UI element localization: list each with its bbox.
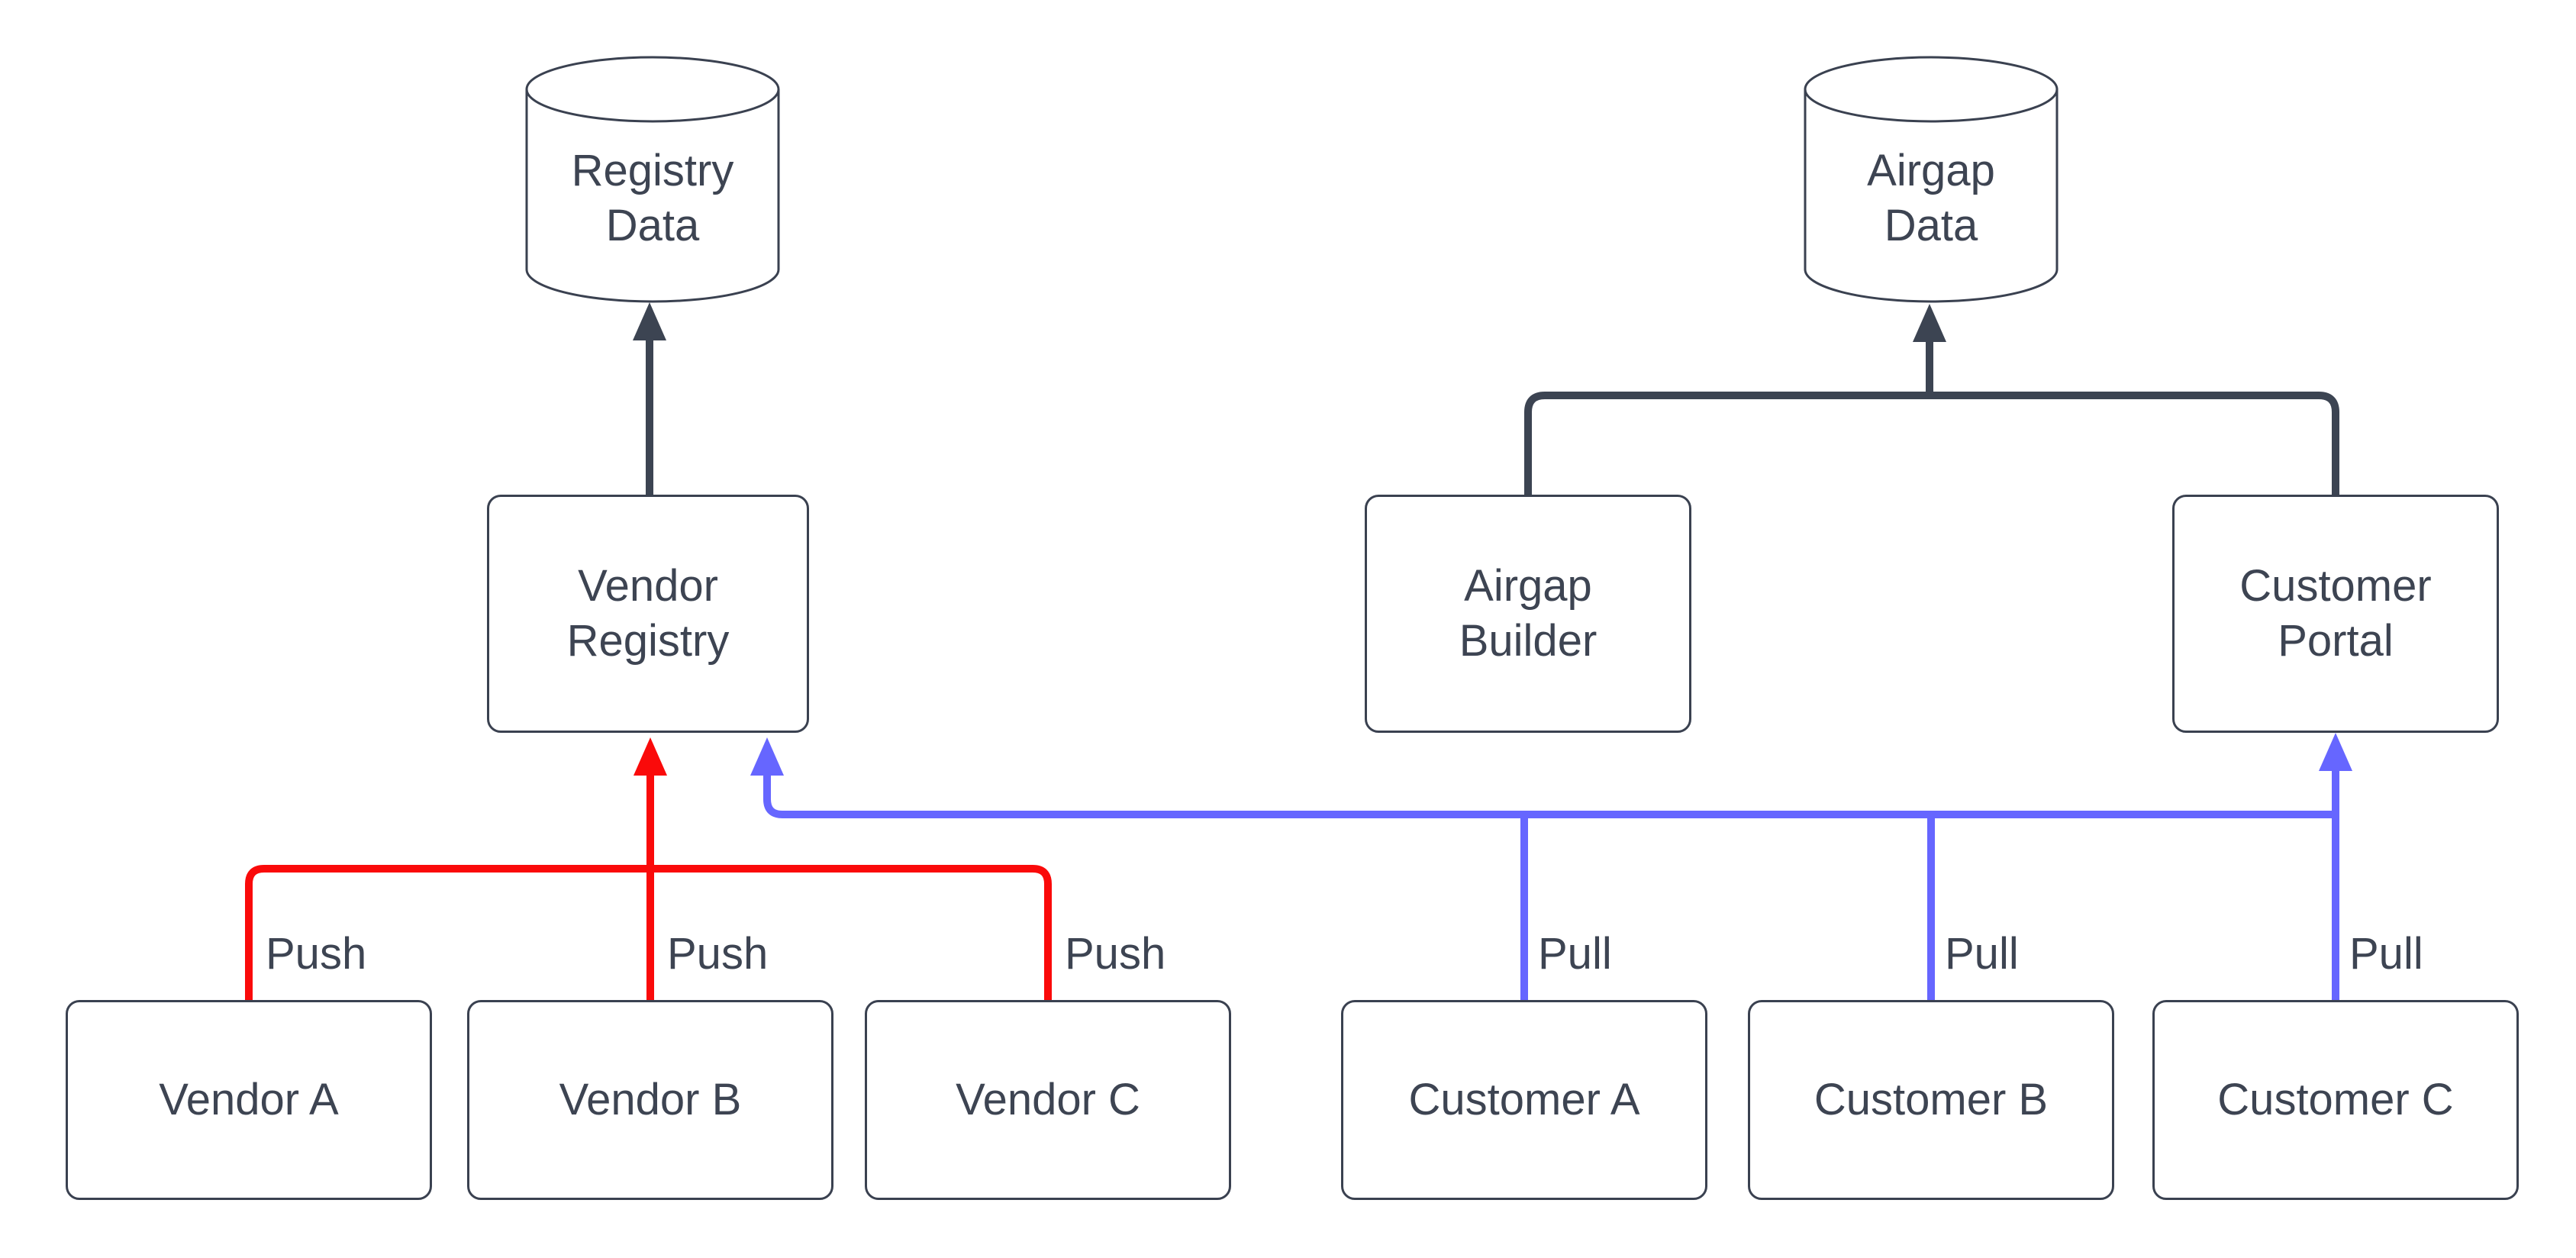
node-vendor-b[interactable]: Vendor B <box>467 1000 833 1200</box>
node-vendor-a[interactable]: Vendor A <box>66 1000 432 1200</box>
vendor-registry-label: Vendor Registry <box>566 561 730 666</box>
arrowhead-airgap-data <box>1913 304 1946 342</box>
node-vendor-registry[interactable]: Vendor Registry <box>487 495 809 733</box>
node-customer-a[interactable]: Customer A <box>1341 1000 1707 1200</box>
push-label-vendor-c: Push <box>1065 929 1166 979</box>
airgap-builder-label: Airgap Builder <box>1459 561 1598 666</box>
arrowhead-registry-data <box>633 302 666 340</box>
cylinder-registry-data-shape <box>525 56 780 303</box>
vendor-a-label: Vendor A <box>159 1075 339 1125</box>
node-airgap-data[interactable]: Airgap Data <box>1805 122 2057 275</box>
node-vendor-c[interactable]: Vendor C <box>865 1000 1231 1200</box>
pull-label-customer-a: Pull <box>1538 929 1612 979</box>
customer-c-label: Customer C <box>2217 1075 2454 1125</box>
airgap-data-label: Airgap Data <box>1867 146 1995 250</box>
push-label-vendor-a: Push <box>266 929 367 979</box>
push-label-vendor-b: Push <box>667 929 769 979</box>
node-registry-data[interactable]: Registry Data <box>527 122 779 275</box>
pull-label-customer-b: Pull <box>1945 929 2019 979</box>
node-airgap-builder[interactable]: Airgap Builder <box>1365 495 1691 733</box>
registry-data-label: Registry Data <box>571 146 734 250</box>
edge-customers-pull <box>750 733 2352 1000</box>
node-customer-b[interactable]: Customer B <box>1748 1000 2114 1200</box>
customer-a-label: Customer A <box>1408 1075 1640 1125</box>
node-customer-portal[interactable]: Customer Portal <box>2172 495 2499 733</box>
vendor-c-label: Vendor C <box>956 1075 1140 1125</box>
arrowhead-pull-vendor-registry <box>750 737 784 776</box>
node-customer-c[interactable]: Customer C <box>2152 1000 2519 1200</box>
arrowhead-push-vendor-registry <box>634 737 667 776</box>
edge-customer-portal-to-airgap-data <box>1913 304 2339 495</box>
customer-portal-label: Customer Portal <box>2239 561 2432 666</box>
edge-vendors-push-to-vendor-registry <box>245 737 1052 1000</box>
vendor-b-label: Vendor B <box>559 1075 742 1125</box>
pull-label-customer-c: Pull <box>2349 929 2423 979</box>
edge-vendor-registry-to-registry-data <box>633 302 666 495</box>
arrowhead-pull-customer-portal <box>2319 733 2352 771</box>
edge-airgap-builder-to-airgap-data <box>1524 392 1930 495</box>
cylinder-airgap-data-shape <box>1804 56 2059 303</box>
customer-b-label: Customer B <box>1814 1075 2049 1125</box>
